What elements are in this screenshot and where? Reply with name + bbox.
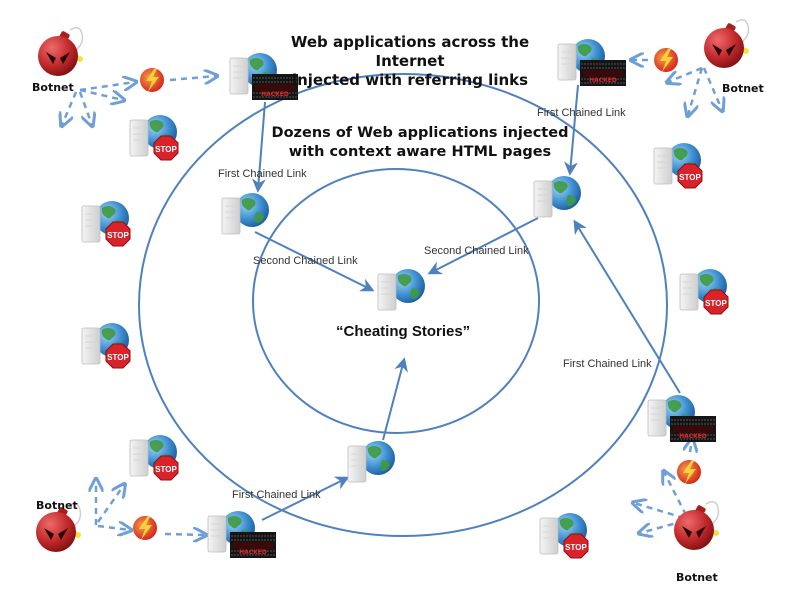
- stop-badge: STOP: [107, 231, 129, 240]
- first-chained-link-label: First Chained Link: [232, 489, 321, 501]
- middle-ring-title-line2: with context aware HTML pages: [288, 144, 552, 160]
- first-link-top-left-arrow: [251, 101, 266, 193]
- stop-badge: STOP: [565, 543, 587, 552]
- botnet-label: Botnet: [36, 499, 78, 512]
- stopped-server[interactable]: STOP: [81, 322, 131, 369]
- outer-ring-title-line1: Web applications across the Internet: [290, 33, 530, 70]
- hacked-server-bottom-left[interactable]: HACKED: [207, 510, 277, 559]
- botnet-bomb-icon: [37, 27, 84, 77]
- stop-badge: STOP: [705, 299, 727, 308]
- stopped-server[interactable]: STOP: [539, 512, 589, 559]
- chained-server-left[interactable]: [221, 192, 270, 235]
- first-chained-link-label: First Chained Link: [218, 168, 307, 180]
- stop-badge: STOP: [155, 465, 177, 474]
- chained-server-bottom[interactable]: [347, 440, 396, 483]
- botnet-bomb-icon: [703, 19, 750, 69]
- hacked-badge: HACKED: [239, 549, 267, 556]
- stopped-server[interactable]: STOP: [129, 114, 179, 161]
- lightning-attack-icon: [677, 460, 701, 484]
- middle-ring-title: Dozens of Web applications injected with…: [265, 124, 575, 162]
- cheating-stories-label: “Cheating Stories”: [336, 323, 471, 340]
- lightning-attack-icon: [133, 516, 157, 540]
- hacked-badge: HACKED: [261, 91, 289, 98]
- stopped-server[interactable]: STOP: [129, 434, 179, 481]
- outer-ring-title-line2: injected with referring links: [291, 71, 529, 89]
- second-link-left-arrow: [254, 231, 375, 292]
- second-chained-link-label: Second Chained Link: [253, 255, 358, 267]
- hacked-badge: HACKED: [589, 77, 617, 84]
- first-chained-link-label: First Chained Link: [537, 107, 626, 119]
- middle-ring: [252, 168, 540, 434]
- link-arrows: [251, 84, 681, 521]
- botnet-label: Botnet: [676, 571, 718, 584]
- hacked-server-top-left[interactable]: HACKED: [229, 52, 299, 101]
- stopped-server[interactable]: STOP: [81, 200, 131, 247]
- first-link-bottom-left-arrow: [261, 476, 350, 521]
- lightning-attack-icon: [140, 68, 164, 92]
- hacked-server-top-right[interactable]: HACKED: [557, 38, 627, 87]
- outer-ring-title: Web applications across the Internet inj…: [260, 33, 560, 90]
- lightning-attack-icon: [654, 48, 678, 72]
- stop-badge: STOP: [155, 145, 177, 154]
- botnet-dashed-arrows: [62, 60, 722, 535]
- first-chained-link-label: First Chained Link: [563, 358, 652, 370]
- hacked-badge: HACKED: [679, 433, 707, 440]
- cheating-stories-server[interactable]: [377, 268, 426, 311]
- botnet-label: Botnet: [32, 81, 74, 94]
- stopped-server[interactable]: STOP: [679, 268, 729, 315]
- botnet-bomb-icon: [673, 501, 720, 551]
- middle-ring-title-line1: Dozens of Web applications injected: [271, 125, 569, 141]
- second-chained-link-label: Second Chained Link: [424, 245, 529, 257]
- first-link-top-right-arrow: [564, 84, 579, 176]
- chained-server-right[interactable]: [533, 175, 582, 218]
- stopped-server[interactable]: STOP: [653, 142, 703, 189]
- hacked-server-right[interactable]: HACKED: [647, 394, 717, 443]
- first-link-bottom-arrow: [382, 357, 408, 441]
- outer-ring: [138, 73, 668, 537]
- first-link-right-arrow: [573, 219, 681, 394]
- second-link-right-arrow: [427, 217, 539, 275]
- botnet-label: Botnet: [722, 82, 764, 95]
- stop-badge: STOP: [107, 353, 129, 362]
- stop-badge: STOP: [679, 173, 701, 182]
